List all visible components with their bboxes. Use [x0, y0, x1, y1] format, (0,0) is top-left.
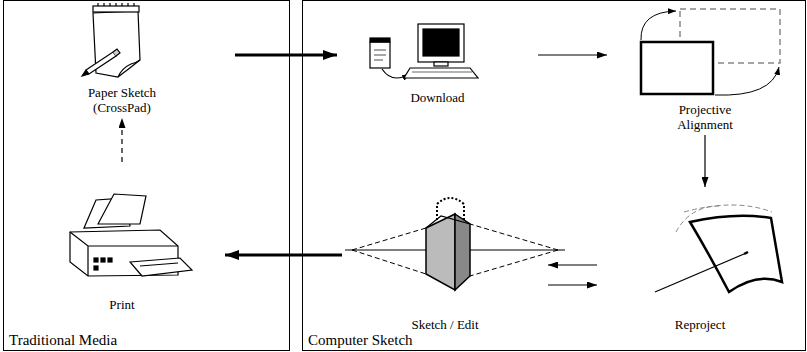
reproject-icon	[655, 205, 782, 292]
sketch-step: Download	[340, 15, 535, 105]
alignment-icon	[641, 9, 780, 95]
sketch-step: Reproject	[600, 190, 800, 332]
flow-arrow	[235, 54, 337, 57]
sketch-step: Paper Sketch (CrossPad)	[12, 2, 232, 115]
flow-arrow	[548, 264, 597, 265]
computer-icon	[370, 24, 478, 78]
step-label: Reproject	[653, 317, 748, 332]
step-label: Print	[75, 297, 170, 312]
panel-title: Computer Sketch	[308, 332, 413, 349]
flow-arrow	[225, 254, 342, 257]
printer-icon	[70, 194, 192, 276]
flow-arrow	[121, 118, 122, 162]
perspective-box-icon	[345, 198, 565, 290]
panel: Computer Sketch DownloadProjective Alignm…	[302, 0, 806, 351]
step-label: Sketch / Edit	[398, 317, 493, 332]
step-label: Projective Alignment	[658, 102, 753, 132]
panel: Traditional Media Paper Sketch (CrossPad)…	[3, 0, 290, 351]
step-label: Download	[390, 90, 485, 105]
step-label: Paper Sketch (CrossPad)	[75, 85, 170, 115]
notepad-icon	[82, 3, 140, 77]
sketch-step: Projective Alignment	[610, 2, 800, 132]
flow-arrow	[538, 54, 607, 55]
flow-arrow	[548, 284, 597, 285]
flow-arrow	[704, 135, 705, 187]
sketch-step: Sketch / Edit	[345, 195, 545, 332]
panel-title: Traditional Media	[9, 332, 117, 349]
sketch-step: Print	[22, 165, 222, 312]
